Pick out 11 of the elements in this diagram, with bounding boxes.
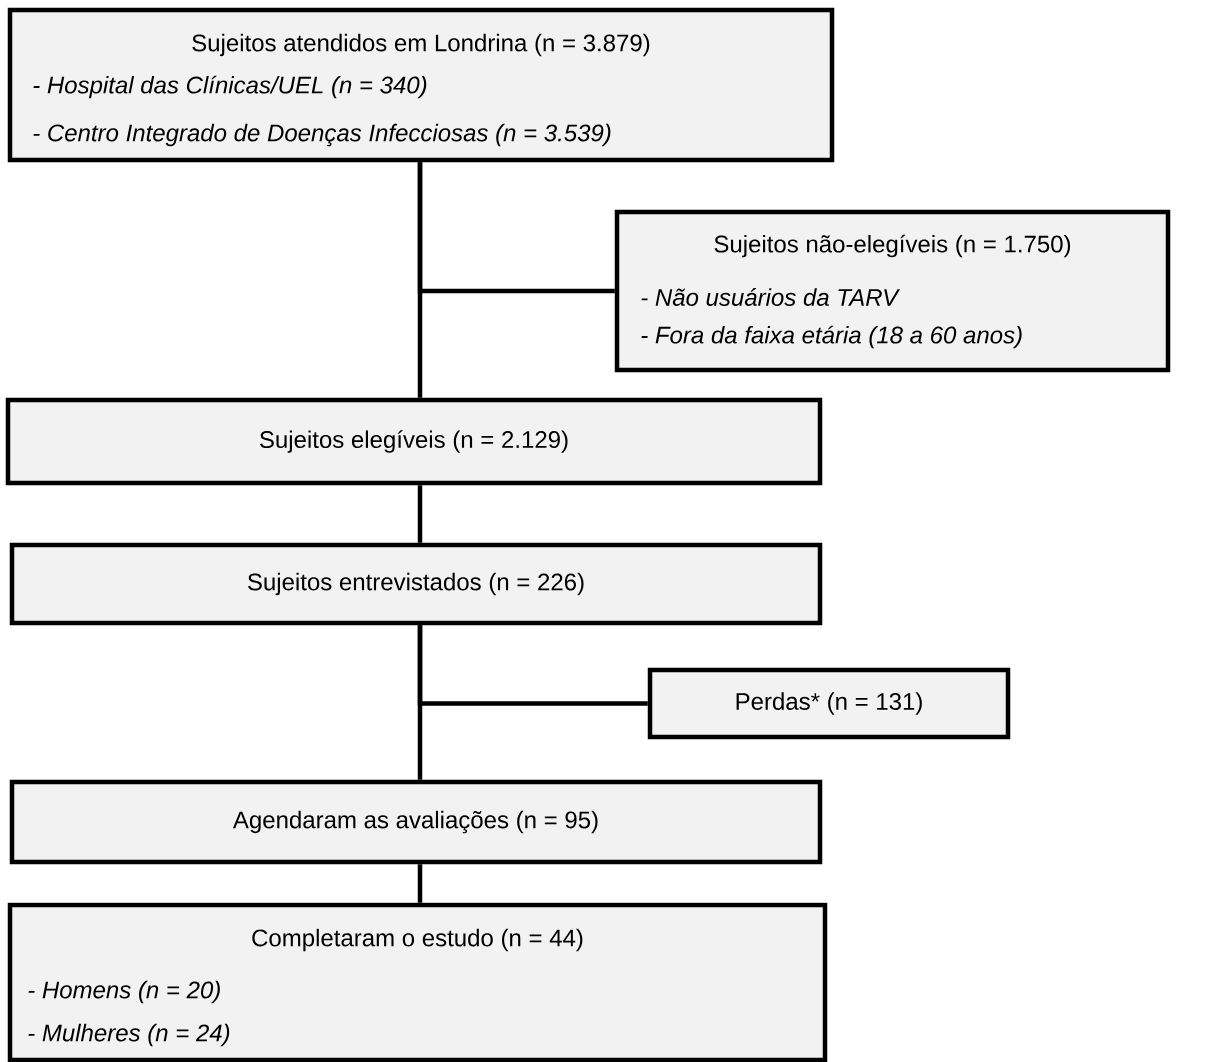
process-box: Sujeitos não-elegíveis (n = 1.750) - Não usuários da TARV - Fora da faixa etária (18 a 60 anos): [614, 209, 1171, 373]
process-box: Completaram o estudo (n = 44) - Homens (n = 20) - Mulheres (n = 24): [7, 902, 828, 1062]
process-box: Sujeitos elegíveis (n = 2.129): [5, 397, 823, 486]
connector-line: [417, 485, 423, 543]
process-box: Agendaram as avaliações (n = 95): [9, 779, 823, 865]
process-box: Sujeitos atendidos em Londrina (n = 3.879) - Hospital das Clínicas/UEL (n = 340) - Centro Integrado de Doenças Infecciosas (n = 3.539): [7, 7, 835, 163]
connector-line: [417, 162, 615, 294]
process-box: Perdas* (n = 131): [647, 667, 1011, 740]
connector-line: [417, 864, 423, 903]
process-box: Sujeitos entrevistados (n = 226): [9, 542, 823, 626]
connector-line: [417, 625, 648, 706]
